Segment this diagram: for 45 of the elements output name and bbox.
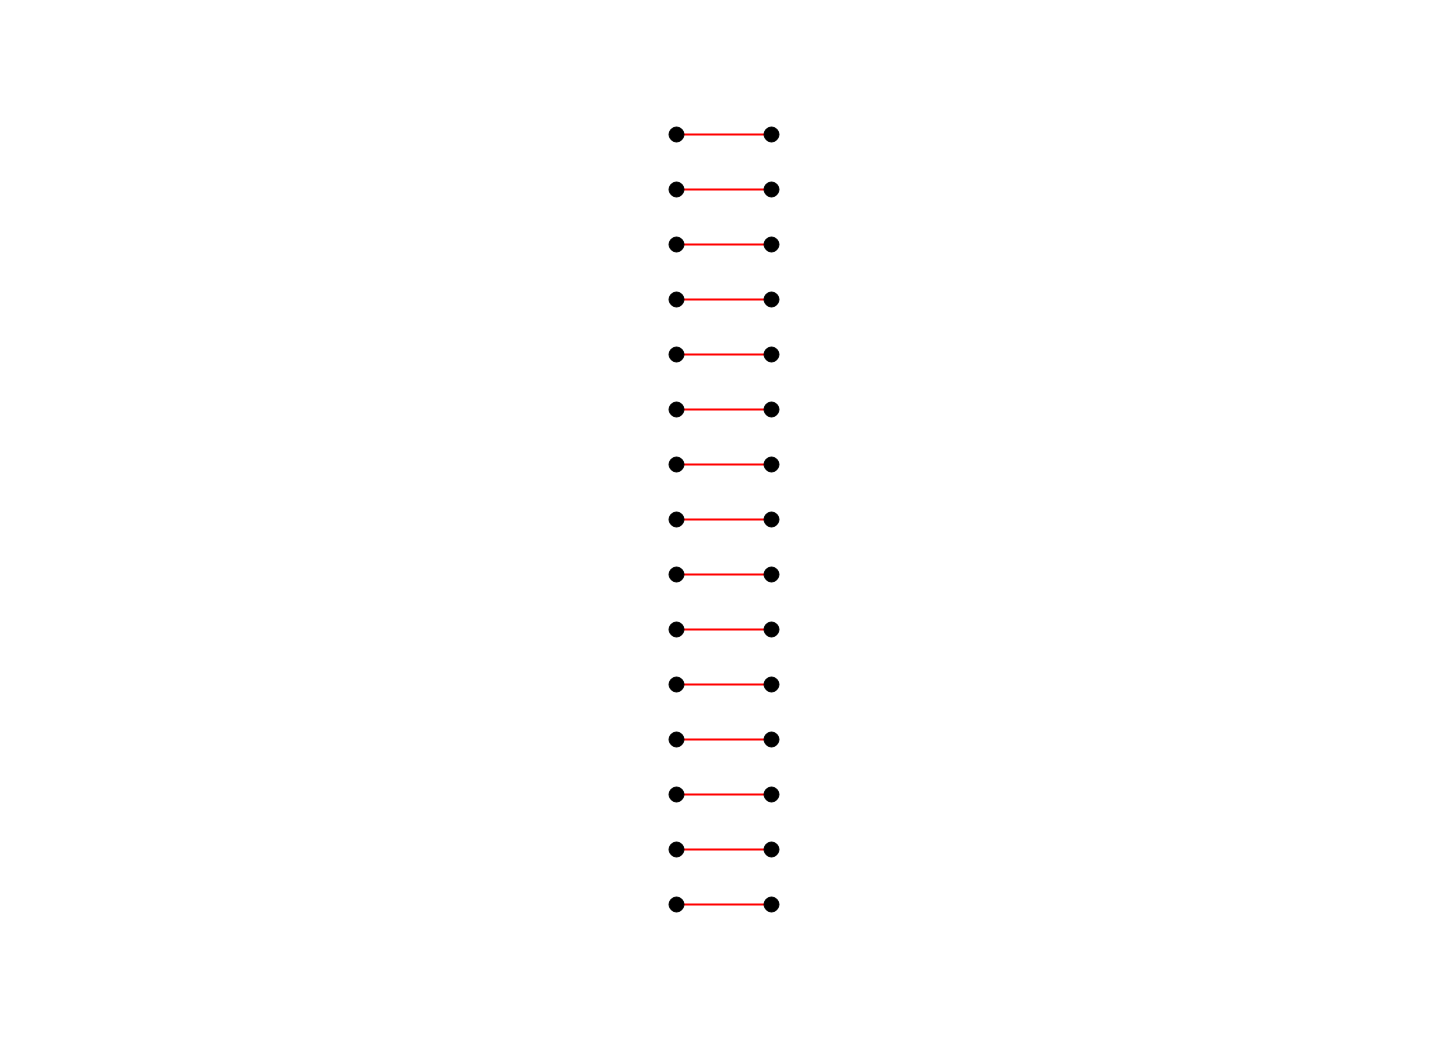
node-circle [668,621,685,637]
connector [683,903,765,905]
node-circle [763,346,780,362]
node-circle [668,346,685,362]
node-circle [763,566,780,582]
node-circle [763,181,780,197]
node-circle [668,181,685,197]
node-circle [763,401,780,417]
connector [683,298,765,300]
node-circle [668,511,685,527]
connector [683,793,765,795]
node-circle [763,456,780,472]
node-circle [668,456,685,472]
connector [683,188,765,190]
node-circle [763,841,780,857]
node-circle [668,291,685,307]
node-circle [763,511,780,527]
node-circle [668,841,685,857]
node-circle [763,676,780,692]
node-circle [668,566,685,582]
connector [683,738,765,740]
node-circle [668,126,685,142]
connector [683,848,765,850]
connector [683,408,765,410]
node-circle [668,896,685,912]
node-circle [763,621,780,637]
node-circle [763,731,780,747]
node-circle [763,896,780,912]
connector [683,518,765,520]
node-circle [668,401,685,417]
node-circle [668,786,685,802]
node-circle [763,786,780,802]
connector [683,683,765,685]
connector [683,353,765,355]
connector [683,628,765,630]
connector [683,133,765,135]
node-circle [668,731,685,747]
connector [683,243,765,245]
node-circle [668,676,685,692]
node-circle [668,236,685,252]
connector [683,573,765,575]
node-circle [763,291,780,307]
node-circle [763,236,780,252]
connector [683,463,765,465]
node-circle [763,126,780,142]
